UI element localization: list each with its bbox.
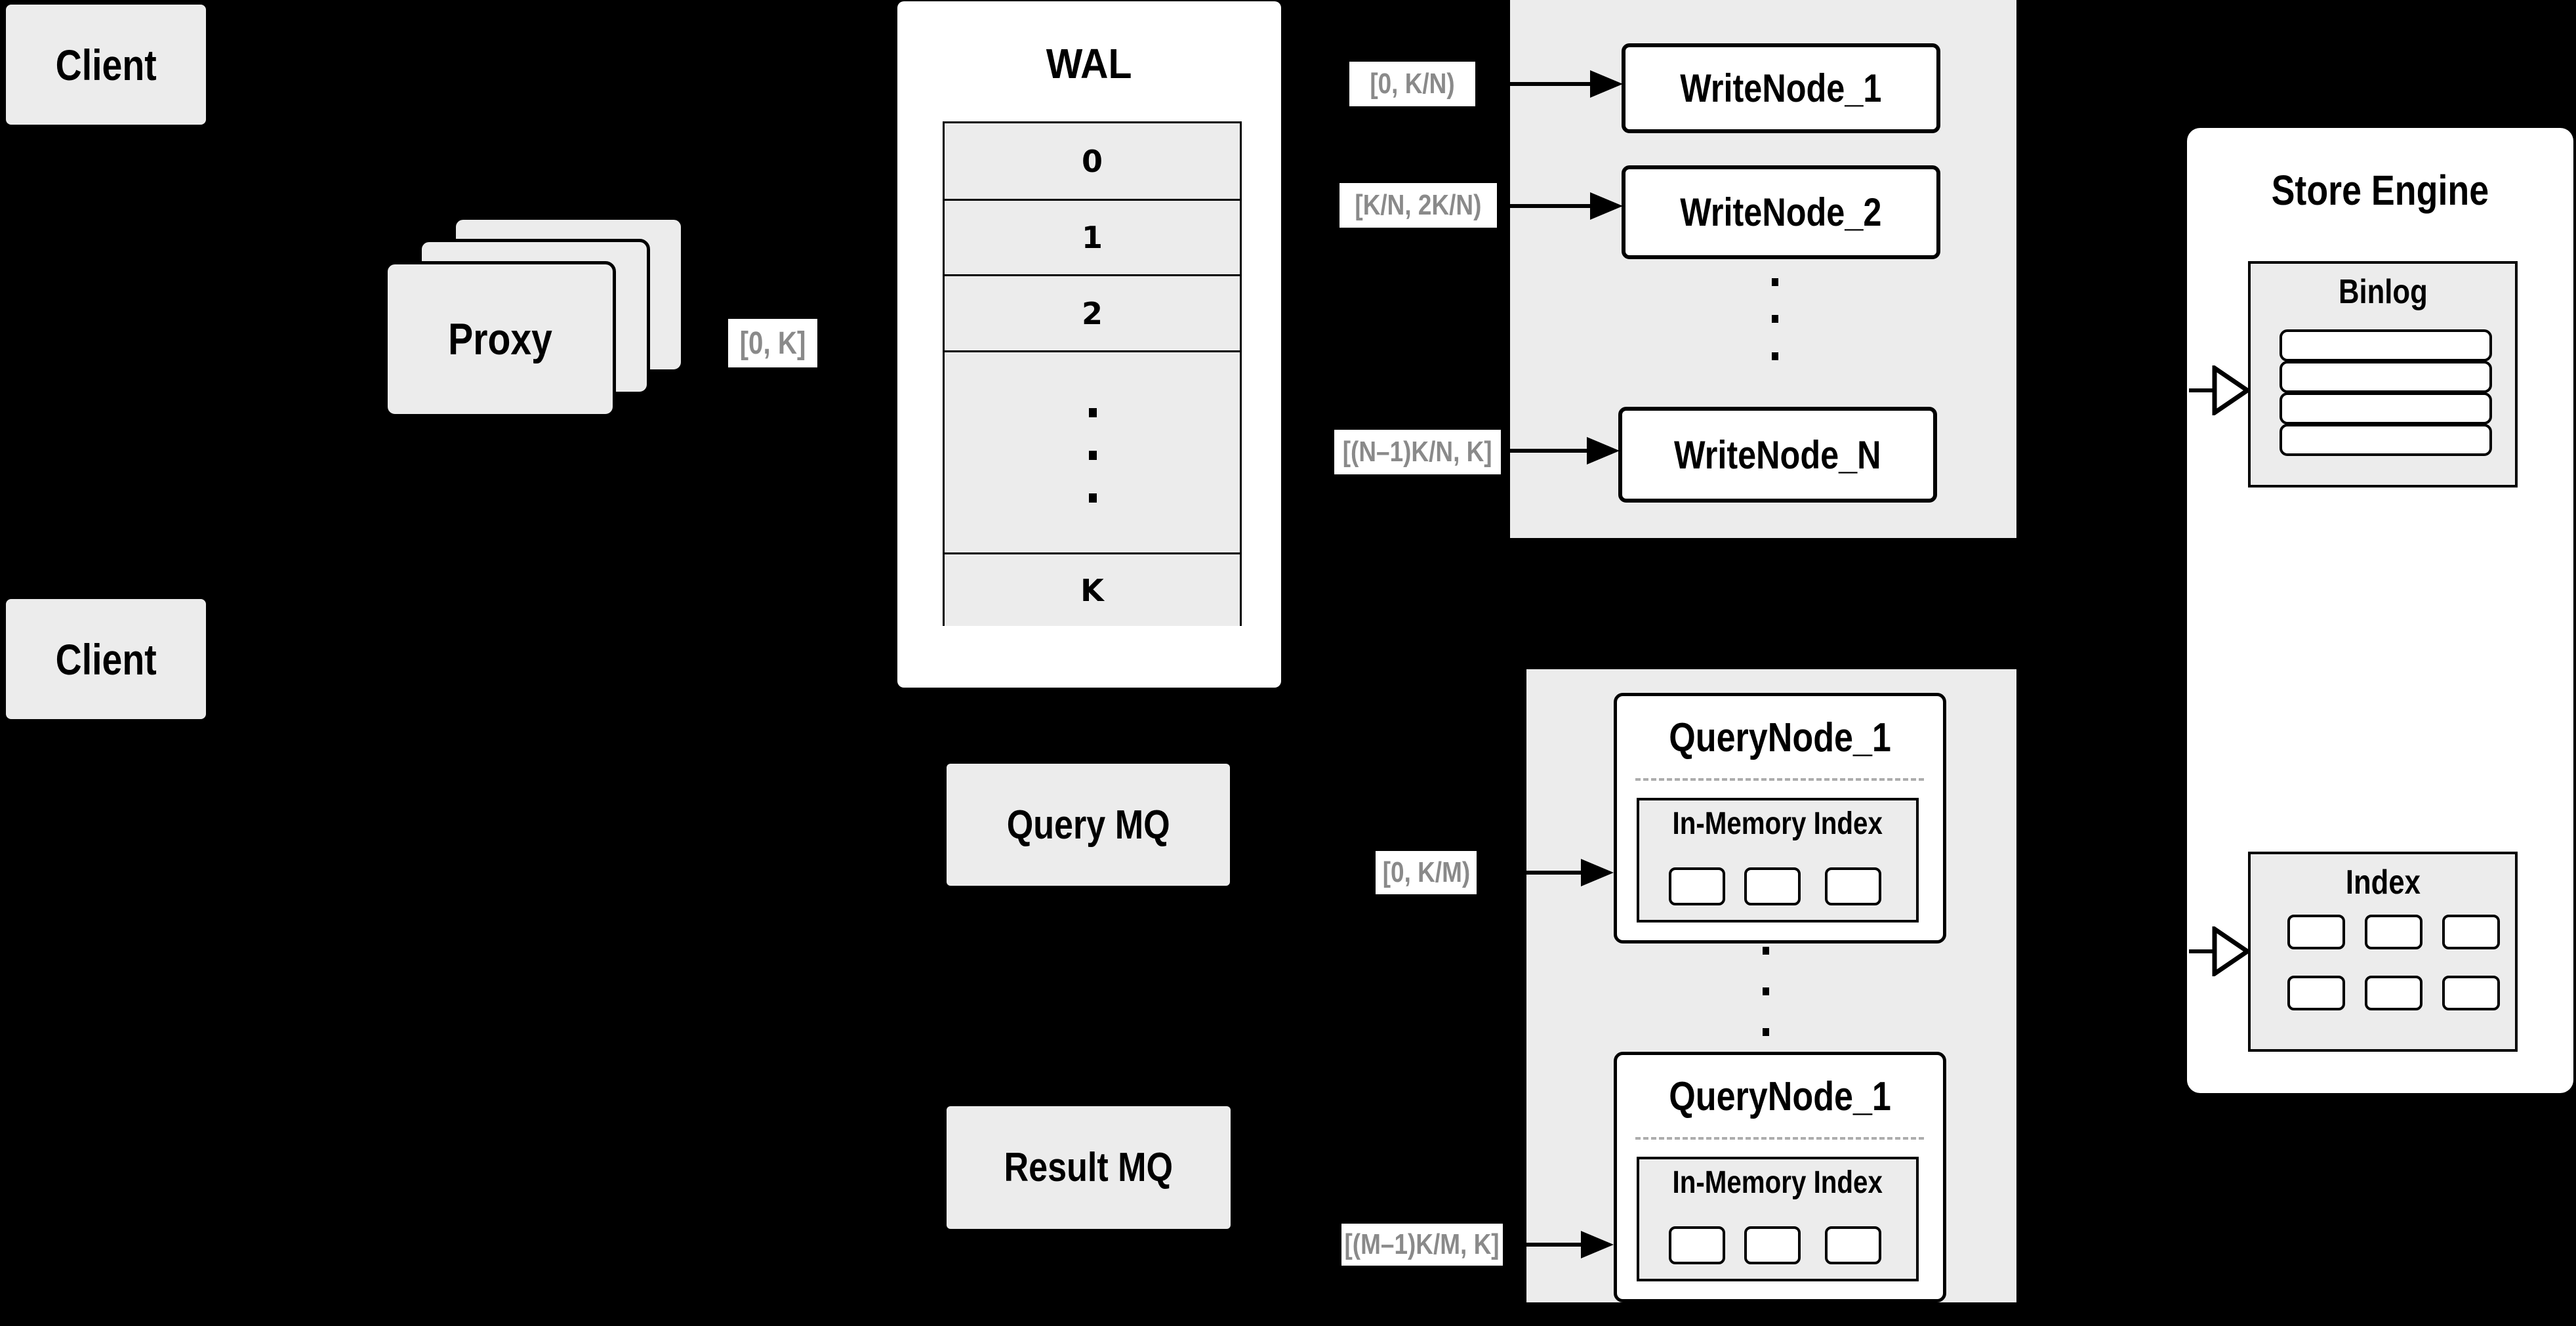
arrow-query-m <box>1503 1243 1585 1247</box>
arrow-write-1 <box>1476 82 1594 86</box>
write-node-1-box: WriteNode_1 <box>1622 43 1940 133</box>
query-node-top-box: QueryNode_1 In-Memory Index <box>1614 693 1946 943</box>
binlog-row-icon <box>2280 329 2492 362</box>
binlog-box: Binlog <box>2248 261 2518 487</box>
arrowhead-write-n-icon <box>1587 437 1620 465</box>
range-label-write-1: [0, K/N) <box>1349 62 1475 106</box>
in-memory-index-bottom-box: In-Memory Index <box>1637 1157 1919 1281</box>
index-box: Index <box>2248 852 2518 1052</box>
arrow-write-2 <box>1497 204 1594 208</box>
arrow-write-n <box>1501 449 1589 453</box>
range-label-write-n: [(N–1)K/N, K] <box>1334 430 1501 474</box>
query-mq-box: Query MQ <box>947 764 1230 886</box>
client-box-top: Client <box>6 5 206 125</box>
query-node-bottom-title: QueryNode_1 <box>1669 1073 1891 1119</box>
index-square-icon <box>2365 915 2423 949</box>
write-node-n-box: WriteNode_N <box>1618 407 1937 503</box>
write-node-1-label: WriteNode_1 <box>1680 66 1882 110</box>
arrowhead-query-m-icon <box>1581 1231 1614 1258</box>
segment-square-icon <box>1744 867 1801 905</box>
store-engine-container: Store Engine Binlog Index <box>2187 128 2573 1093</box>
binlog-row-icon <box>2280 392 2492 425</box>
query-mq-label: Query MQ <box>1006 802 1170 848</box>
proxy-label: Proxy <box>448 314 552 364</box>
segment-square-icon <box>1744 1226 1801 1264</box>
query-node-top-divider <box>1635 778 1924 781</box>
result-mq-label: Result MQ <box>1004 1145 1174 1190</box>
segment-square-icon <box>1825 1226 1881 1264</box>
arrow-binlog <box>2189 388 2218 392</box>
proxy-box: Proxy <box>384 261 616 417</box>
index-square-icon <box>2442 976 2500 1010</box>
arrow-query-1 <box>1477 871 1585 875</box>
query-node-bottom-box: QueryNode_1 In-Memory Index <box>1614 1052 1946 1302</box>
index-square-icon <box>2365 976 2423 1010</box>
range-label-query-m: [(M–1)K/M, K] <box>1341 1224 1503 1266</box>
arrowhead-query-1-icon <box>1581 859 1614 886</box>
index-title: Index <box>2345 863 2421 901</box>
wal-row-2: 2 <box>945 276 1240 352</box>
result-mq-box: Result MQ <box>947 1106 1231 1229</box>
wal-row-ellipsis <box>945 352 1240 554</box>
binlog-title: Binlog <box>2338 273 2428 311</box>
arrow-index <box>2189 949 2218 953</box>
query-node-top-title: QueryNode_1 <box>1669 715 1891 760</box>
index-square-icon <box>2287 976 2345 1010</box>
arrowhead-write-2-icon <box>1590 192 1623 220</box>
client-top-label: Client <box>55 40 157 89</box>
wal-row-k: K <box>945 554 1240 626</box>
arrowhead-index-open-icon <box>2212 926 2250 976</box>
in-memory-index-top-box: In-Memory Index <box>1637 798 1919 922</box>
segment-square-icon <box>1669 867 1725 905</box>
in-memory-index-top-title: In-Memory Index <box>1672 806 1883 841</box>
wal-row-0: 0 <box>945 123 1240 201</box>
binlog-row-icon <box>2280 424 2492 456</box>
store-engine-title: Store Engine <box>2271 167 2489 214</box>
client-box-bottom: Client <box>6 599 206 719</box>
wal-row-1: 1 <box>945 201 1240 276</box>
arrowhead-binlog-open-icon <box>2212 365 2250 415</box>
index-square-icon <box>2442 915 2500 949</box>
client-bottom-label: Client <box>55 634 157 684</box>
write-node-2-box: WriteNode_2 <box>1622 165 1940 259</box>
write-node-2-label: WriteNode_2 <box>1680 190 1882 234</box>
write-node-n-label: WriteNode_N <box>1674 432 1881 477</box>
arrowhead-write-1-icon <box>1590 70 1623 98</box>
in-memory-index-bottom-title: In-Memory Index <box>1672 1165 1883 1200</box>
index-square-icon <box>2287 915 2345 949</box>
range-label-proxy-out: [0, K] <box>728 319 817 367</box>
range-label-write-2: [K/N, 2K/N) <box>1339 183 1497 228</box>
range-label-query-1: [0, K/M) <box>1376 851 1477 894</box>
binlog-row-icon <box>2280 361 2492 393</box>
segment-square-icon <box>1825 867 1881 905</box>
wal-container: WAL 0 1 2 K <box>897 1 1281 688</box>
wal-title: WAL <box>1046 40 1132 87</box>
wal-title-wrap: WAL <box>897 34 1281 93</box>
segment-square-icon <box>1669 1226 1725 1264</box>
wal-table: 0 1 2 K <box>943 121 1242 626</box>
query-node-bottom-divider <box>1635 1137 1924 1140</box>
